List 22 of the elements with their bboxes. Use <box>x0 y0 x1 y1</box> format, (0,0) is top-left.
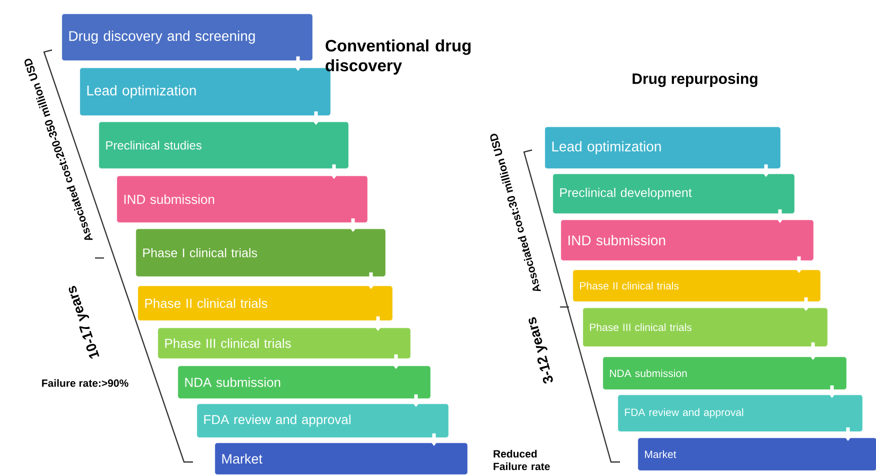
process-box: Market <box>638 438 876 470</box>
label: Drug repurposing <box>632 72 758 88</box>
label: 10-17 years <box>68 286 100 359</box>
process-box: Phase I clinical trials <box>136 229 386 276</box>
label: Reduced Failure rate <box>494 450 550 470</box>
process-box: Phase III clinical trials <box>158 328 410 358</box>
process-box: NDA submission <box>603 357 846 390</box>
process-box: Drug discovery and screening <box>62 14 312 60</box>
label: Failure rate:>90% <box>42 379 128 387</box>
process-box: Lead optimization <box>545 127 780 168</box>
process-box: Phase II clinical trials <box>573 270 820 302</box>
process-box: IND submission <box>561 220 814 260</box>
process-box: Preclinical development <box>553 174 794 214</box>
process-box: Market <box>215 443 468 474</box>
process-box: NDA submission <box>178 366 430 398</box>
label: 3-12 years <box>528 317 553 384</box>
process-box: Phase III clinical trials <box>583 308 828 346</box>
process-box: IND submission <box>117 176 368 222</box>
process-box: Phase II clinical trials <box>138 286 392 320</box>
process-box: FDA review and approval <box>197 404 448 438</box>
process-box: FDA review and approval <box>618 395 862 432</box>
process-box: Preclinical studies <box>99 122 348 168</box>
